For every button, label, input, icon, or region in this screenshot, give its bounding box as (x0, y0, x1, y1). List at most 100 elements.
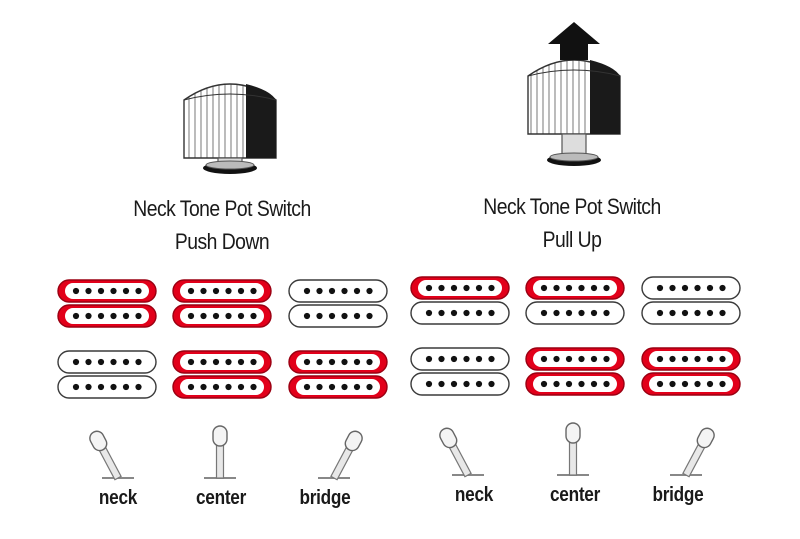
pole-piece (540, 284, 548, 292)
pole-piece (438, 284, 445, 292)
pole-piece (578, 309, 585, 317)
pull-up-center-lever-icon (557, 422, 589, 476)
pole-piece (341, 287, 348, 295)
pole-piece (463, 284, 470, 292)
pole-piece (122, 358, 130, 366)
pole-piece (590, 355, 598, 363)
pole-piece (656, 309, 664, 317)
pole-piece (122, 287, 130, 295)
pole-piece (366, 312, 373, 320)
push-down-center-top-pickup-coil-2 (172, 304, 272, 328)
pull-up-bridge-top-pickup-coil-1 (641, 276, 741, 300)
panel-pull-up-title: Neck Tone Pot Switch Pull Up (458, 190, 687, 256)
pole-piece (341, 312, 348, 320)
pole-piece (450, 309, 458, 317)
pull-up-neck-top-pickup-coil-1 (410, 276, 510, 300)
pole-piece (450, 355, 458, 363)
pole-piece (366, 383, 373, 391)
pole-piece (200, 383, 207, 391)
pole-piece (681, 284, 689, 292)
pole-piece (681, 355, 689, 363)
pole-piece (237, 287, 245, 295)
push-down-neck-bottom-pickup-coil-2 (57, 375, 157, 399)
pole-piece (669, 355, 676, 363)
pull-up-title-line2: Pull Up (542, 227, 602, 252)
push-down-knob-icon (183, 83, 277, 159)
pole-piece (656, 355, 664, 363)
pole-piece (225, 287, 232, 295)
pole-piece (187, 312, 195, 320)
pole-piece (553, 355, 560, 363)
pull-up-center-label: center (549, 484, 601, 506)
pull-up-neck-bottom-pickup-coil-1 (410, 347, 510, 371)
pole-piece (488, 309, 495, 317)
pull-up-knob-shaft (547, 133, 601, 166)
pull-up-bridge-bottom-pickup-coil-1 (641, 347, 741, 371)
pole-piece (225, 358, 232, 366)
pole-piece (316, 358, 323, 366)
pole-piece (135, 312, 142, 320)
pole-piece (328, 287, 336, 295)
push-down-center-lever-icon (204, 425, 236, 479)
pole-piece (212, 358, 220, 366)
panel-push-down-title: Neck Tone Pot Switch Push Down (108, 192, 337, 258)
pole-piece (669, 284, 676, 292)
push-down-bridge-top-pickup-coil-2 (288, 304, 388, 328)
pole-piece (303, 287, 311, 295)
pull-up-neck-label: neck (454, 484, 494, 506)
pole-piece (553, 284, 560, 292)
pole-piece (681, 309, 689, 317)
pole-piece (353, 358, 361, 366)
pole-piece (475, 309, 483, 317)
pole-piece (669, 380, 676, 388)
push-down-title-line1: Neck Tone Pot Switch (133, 196, 311, 221)
pole-piece (669, 309, 676, 317)
pole-piece (303, 358, 311, 366)
pole-piece (237, 383, 245, 391)
pole-piece (475, 355, 483, 363)
pole-piece (681, 380, 689, 388)
pole-piece (706, 309, 714, 317)
pole-piece (341, 358, 348, 366)
push-down-neck-lever-icon (89, 430, 134, 481)
pole-piece (694, 355, 701, 363)
pole-piece (353, 312, 361, 320)
pole-piece (603, 309, 610, 317)
pole-piece (72, 312, 80, 320)
pole-piece (72, 358, 80, 366)
pole-piece (706, 355, 714, 363)
pole-piece (85, 383, 92, 391)
pole-piece (463, 380, 470, 388)
pull-up-neck-bottom-pickup-coil-2 (410, 372, 510, 396)
pull-up-neck-lever-icon (439, 427, 484, 478)
pole-piece (694, 380, 701, 388)
pole-piece (656, 284, 664, 292)
pole-piece (590, 380, 598, 388)
pole-piece (578, 380, 585, 388)
pole-piece (706, 380, 714, 388)
pole-piece (303, 383, 311, 391)
push-down-neck-bottom-pickup-coil-1 (57, 350, 157, 374)
pole-piece (316, 383, 323, 391)
pole-piece (590, 309, 598, 317)
pole-piece (212, 287, 220, 295)
pole-piece (425, 284, 433, 292)
pole-piece (225, 383, 232, 391)
pole-piece (122, 383, 130, 391)
pole-piece (540, 380, 548, 388)
pole-piece (97, 287, 105, 295)
pole-piece (565, 284, 573, 292)
pole-piece (463, 355, 470, 363)
push-down-neck-top-pickup-coil-1 (57, 279, 157, 303)
pole-piece (135, 287, 142, 295)
push-down-neck-label: neck (98, 487, 138, 509)
pole-piece (463, 309, 470, 317)
pull-up-bridge-lever-icon (670, 427, 715, 478)
pole-piece (110, 312, 117, 320)
pole-piece (578, 355, 585, 363)
pole-piece (85, 358, 92, 366)
pole-piece (110, 383, 117, 391)
pole-piece (488, 284, 495, 292)
pole-piece (719, 355, 726, 363)
pole-piece (565, 380, 573, 388)
